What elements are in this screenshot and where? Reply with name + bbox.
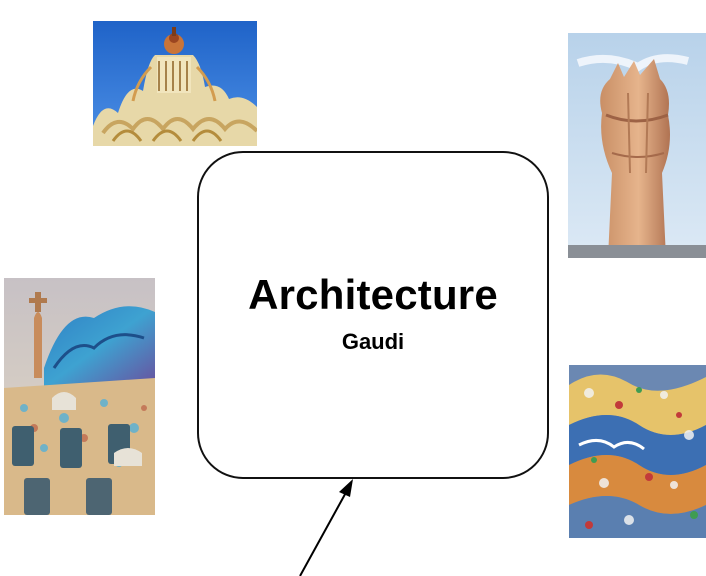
la-pedrera-chimney-photo <box>568 33 706 258</box>
connector-arrowhead <box>339 479 353 497</box>
connector-arrow-line <box>299 486 350 576</box>
park-guell-mosaic-bench-photo <box>569 365 706 538</box>
casa-batllo-facade-photo <box>4 278 155 515</box>
center-node: Architecture Gaudi <box>197 151 549 479</box>
center-node-title: Architecture <box>248 271 498 318</box>
center-node-subtitle: Gaudi <box>341 329 405 354</box>
casa-vicens-tower-photo <box>93 21 257 146</box>
